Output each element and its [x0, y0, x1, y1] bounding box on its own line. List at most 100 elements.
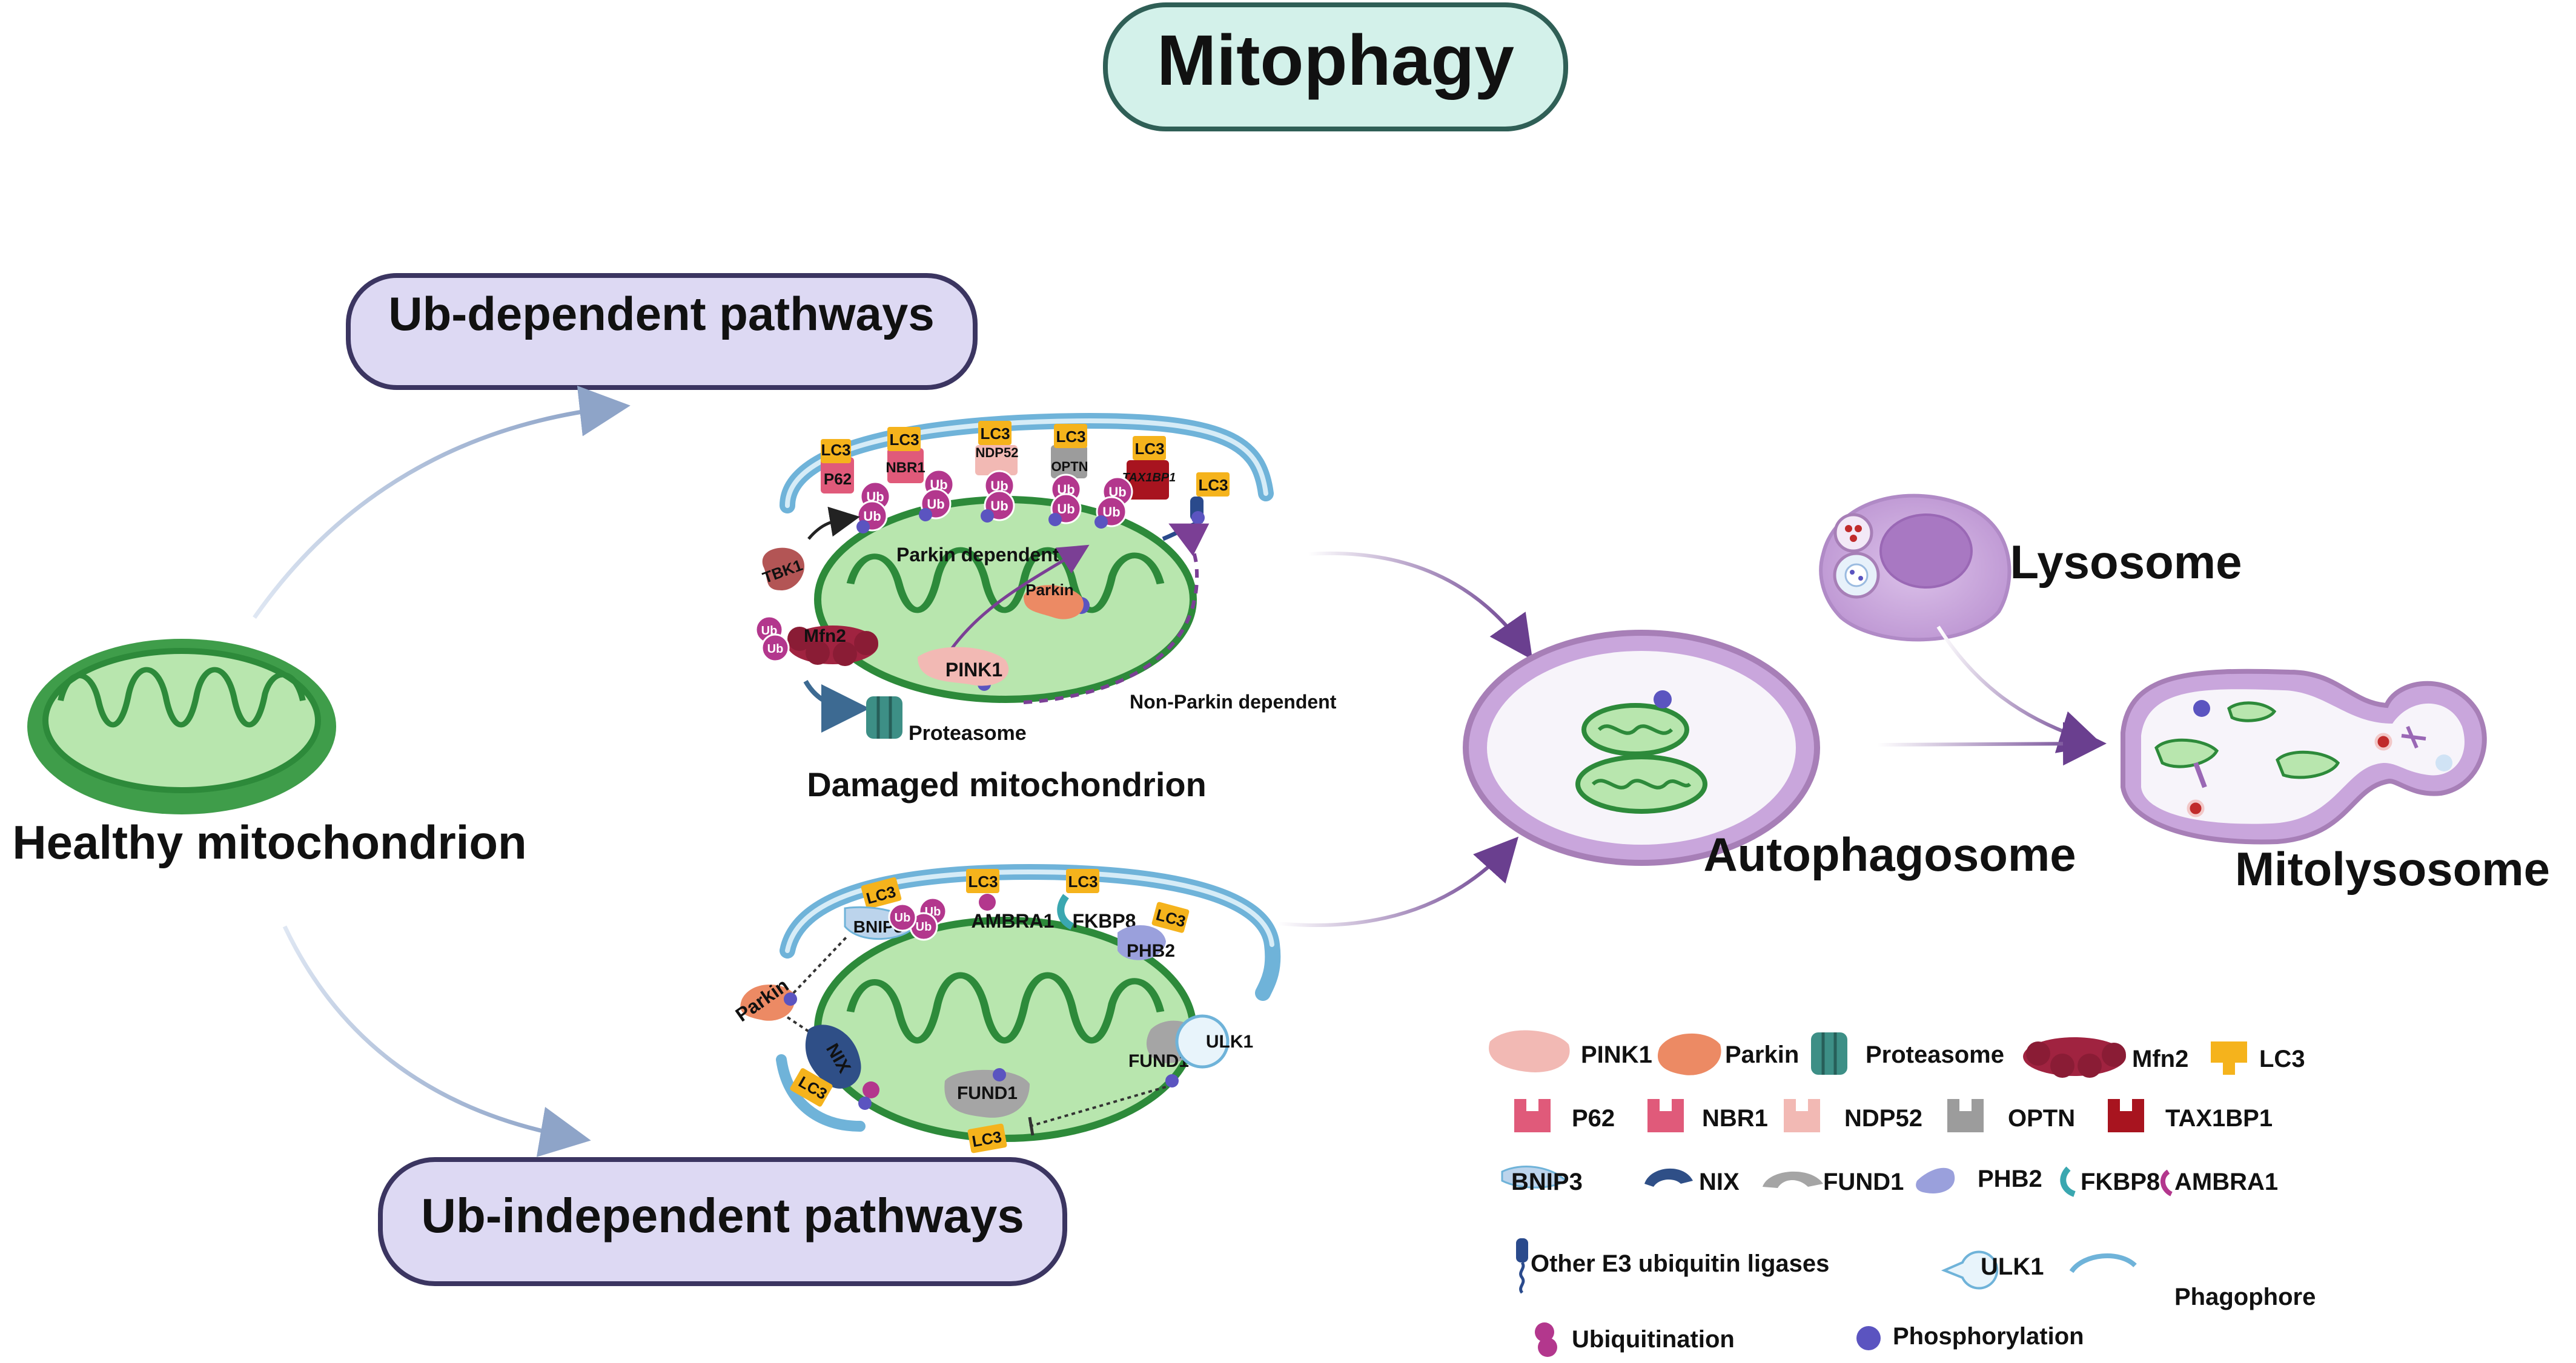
- mfn2: Mfn2 Ub Ub: [755, 615, 878, 733]
- pink1-top: PINK1: [918, 647, 1009, 686]
- damaged-mitochondrion-panel: LC3 P62 LC3 NBR1 LC3 NDP52 LC3 OPTN LC3 …: [755, 412, 1337, 804]
- legend: PINK1 Parkin Proteasome Mfn2 LC3 P62: [1489, 1030, 2316, 1357]
- legend-fkbp8: FKBP8: [2060, 1166, 2160, 1197]
- svg-text:P62: P62: [824, 470, 852, 488]
- svg-text:PINK1: PINK1: [945, 659, 1002, 681]
- healthy-label: Healthy mitochondrion: [12, 816, 526, 869]
- svg-text:PHB2: PHB2: [1978, 1166, 2042, 1192]
- svg-text:Proteasome: Proteasome: [909, 722, 1027, 745]
- arrow-to-ub-dependent: [253, 386, 631, 619]
- lc3-fkbp8: LC3 FKBP8: [1057, 869, 1136, 932]
- lc3-bnip3: LC3 BNIP3: [844, 877, 916, 940]
- svg-text:Ub: Ub: [990, 498, 1008, 513]
- svg-text:ULK1: ULK1: [1206, 1032, 1253, 1052]
- healthy-mitochondrion: Healthy mitochondrion: [12, 639, 527, 869]
- ub-independent-panel: LC3 BNIP3 Ub Ub Ub LC3 AMBRA1 LC3 FKBP8 …: [732, 863, 1281, 1153]
- svg-text:Ub: Ub: [767, 642, 784, 656]
- non-parkin-arrow: [1023, 523, 1210, 704]
- legend-ambra1: AMBRA1: [2160, 1169, 2278, 1196]
- ulk1-fund1: FUND1 ULK1: [1128, 1014, 1253, 1087]
- legend-parkin: Parkin: [1657, 1033, 1799, 1075]
- svg-text:LC3: LC3: [1068, 873, 1098, 891]
- svg-text:Other E3 ubiquitin ligases: Other E3 ubiquitin ligases: [1531, 1250, 1829, 1277]
- svg-text:NDP52: NDP52: [1844, 1105, 1922, 1132]
- svg-text:ULK1: ULK1: [1981, 1253, 2044, 1280]
- receptor-tax1bp1: LC3 TAX1BP1: [1122, 436, 1176, 500]
- phagophore-bottom-lower: [776, 1054, 866, 1132]
- receptor-optn: LC3 OPTN: [1051, 424, 1088, 478]
- legend-pink1: PINK1: [1489, 1030, 1652, 1072]
- svg-text:NBR1: NBR1: [1702, 1105, 1768, 1132]
- svg-text:FUND1: FUND1: [1823, 1169, 1904, 1195]
- legend-lc3: LC3: [2211, 1041, 2305, 1075]
- legend-nbr1: NBR1: [1647, 1099, 1768, 1132]
- mitolysosome-label: Mitolysosome: [2235, 842, 2550, 896]
- title-badge: Mitophagy: [1103, 2, 1568, 131]
- svg-text:PINK1: PINK1: [1581, 1041, 1652, 1068]
- lc3-phb2: LC3 PHB2: [1117, 902, 1190, 961]
- ub-independent-badge: Ub-independent pathways: [378, 1157, 1067, 1286]
- ubiquitin-chains: Ub Ub Ub Ub Ub Ub Ub Ub Ub Ub: [856, 469, 1133, 532]
- svg-text:Ub: Ub: [1057, 501, 1074, 516]
- svg-text:Ub: Ub: [916, 920, 932, 934]
- parkin-dependent-arrow: [946, 544, 1090, 655]
- lc3-ambra1: LC3 AMBRA1: [966, 869, 1054, 932]
- svg-text:LC3: LC3: [980, 424, 1010, 443]
- svg-text:Phagophore: Phagophore: [2174, 1284, 2316, 1310]
- svg-text:Ubiquitination: Ubiquitination: [1572, 1326, 1735, 1353]
- page-title: Mitophagy: [1157, 21, 1514, 101]
- legend-fund1: FUND1: [1763, 1169, 1904, 1195]
- parkin-top: Parkin: [1024, 581, 1084, 619]
- phagophore-top: [780, 412, 1274, 513]
- svg-text:AMBRA1: AMBRA1: [2174, 1169, 2278, 1195]
- svg-text:TAX1BP1: TAX1BP1: [2165, 1105, 2273, 1132]
- svg-text:LC3: LC3: [821, 441, 850, 459]
- autophagosome-label: Autophagosome: [1703, 828, 2076, 881]
- svg-text:Mfn2: Mfn2: [804, 626, 846, 646]
- arrow-top-to-autophagosome: [1308, 551, 1533, 660]
- svg-text:Parkin: Parkin: [1025, 581, 1074, 599]
- legend-ubiquitination: Ubiquitination: [1535, 1322, 1735, 1357]
- receptor-nbr1: LC3 NBR1: [886, 427, 925, 483]
- legend-phosphorylation: Phosphorylation: [1856, 1323, 2084, 1350]
- svg-text:Ub: Ub: [895, 911, 911, 925]
- svg-text:PHB2: PHB2: [1127, 941, 1175, 961]
- ub-dependent-label: Ub-dependent pathways: [388, 287, 934, 340]
- svg-text:LC3: LC3: [1134, 440, 1164, 458]
- ub-dependent-badge: Ub-dependent pathways: [346, 273, 978, 390]
- svg-text:Phosphorylation: Phosphorylation: [1893, 1323, 2084, 1350]
- legend-phb2: PHB2: [1916, 1166, 2042, 1193]
- legend-optn: OPTN: [1947, 1099, 2075, 1132]
- svg-text:FKBP8: FKBP8: [2081, 1169, 2160, 1195]
- legend-phagophore: Phagophore: [2069, 1253, 2316, 1310]
- legend-bnip3: BNIP3: [1501, 1166, 1583, 1195]
- svg-text:LC3: LC3: [889, 431, 919, 449]
- svg-text:OPTN: OPTN: [1051, 459, 1088, 474]
- mitolysosome: Mitolysosome: [2121, 668, 2550, 896]
- svg-text:TAX1BP1: TAX1BP1: [1122, 471, 1176, 484]
- legend-nix: NIX: [1644, 1168, 1740, 1195]
- svg-text:NBR1: NBR1: [886, 460, 925, 476]
- svg-text:BNIP3: BNIP3: [1511, 1169, 1583, 1195]
- arrow-autophagosome-to-mitolysosome: [1877, 722, 2107, 766]
- svg-text:LC3: LC3: [1056, 427, 1085, 446]
- svg-text:P62: P62: [1572, 1105, 1615, 1132]
- svg-text:Mfn2: Mfn2: [2132, 1046, 2188, 1072]
- svg-text:LC3: LC3: [1198, 476, 1228, 494]
- legend-proteasome: Proteasome: [1811, 1032, 2004, 1075]
- lysosome-label: Lysosome: [2010, 535, 2242, 589]
- legend-e3-ligase: Other E3 ubiquitin ligases: [1516, 1238, 1829, 1294]
- parkin-dependent-label: Parkin dependent: [896, 544, 1059, 566]
- svg-text:Ub: Ub: [927, 497, 944, 512]
- legend-ulk1: ULK1: [1941, 1250, 2044, 1290]
- legend-mfn2: Mfn2: [2023, 1037, 2188, 1078]
- nix-lc3: NIX LC3: [790, 1025, 879, 1110]
- bottom-ubiquitin: Ub Ub Ub: [888, 897, 947, 941]
- svg-text:OPTN: OPTN: [2008, 1105, 2075, 1132]
- arrow-bottom-to-autophagosome: [1277, 836, 1519, 928]
- svg-text:NDP52: NDP52: [976, 445, 1019, 460]
- autophagosome: Autophagosome: [1463, 630, 2076, 881]
- proteasome-top: Proteasome: [866, 696, 1027, 745]
